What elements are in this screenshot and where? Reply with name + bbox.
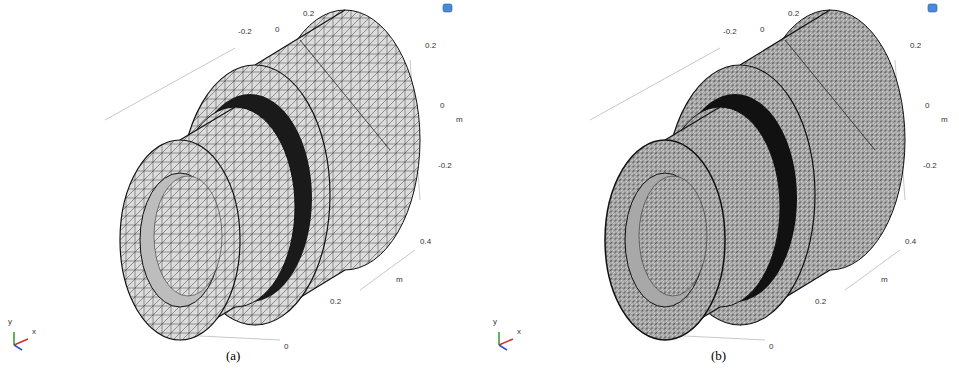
axis-tick-label: m	[456, 116, 463, 124]
axis-triad-label: x	[517, 328, 521, 336]
axis-tick-label: 0	[275, 26, 279, 34]
axis-tick-label: -0.2	[438, 162, 452, 170]
axis-tick-label: 0.2	[330, 298, 341, 306]
axis-tick-label: 0.2	[910, 42, 921, 50]
axis-tick-label: 0.2	[425, 42, 436, 50]
axis-tick-label: -0.2	[923, 162, 937, 170]
mesh-panel	[499, 4, 937, 350]
subfigure-caption: (b)	[711, 349, 726, 362]
axis-tick-label: -0.2	[238, 28, 252, 36]
axis-tick-label: 0.2	[303, 10, 314, 18]
axis-triad-label: x	[32, 328, 36, 336]
axis-tick-label: m	[941, 116, 948, 124]
axis-tick-label: 0	[925, 102, 929, 110]
axis-tick-label: 0	[440, 102, 444, 110]
subfigure-caption: (a)	[226, 349, 240, 362]
axis-tick-label: 0.4	[905, 238, 916, 246]
axis-triad-label: y	[493, 318, 497, 326]
axis-tick-label: 0	[760, 26, 764, 34]
axis-tick-label: m	[396, 276, 403, 284]
axis-tick-label: -0.2	[723, 28, 737, 36]
axis-tick-label: 0.2	[788, 10, 799, 18]
axis-tick-label: 0.4	[420, 238, 431, 246]
axis-tick-label: m	[881, 276, 888, 284]
axis-tick-label: 0	[769, 343, 773, 351]
mesh-panel	[14, 4, 452, 350]
axis-tick-label: 0.2	[815, 298, 826, 306]
axis-tick-label: 0	[284, 343, 288, 351]
axis-triad-label: y	[8, 318, 12, 326]
